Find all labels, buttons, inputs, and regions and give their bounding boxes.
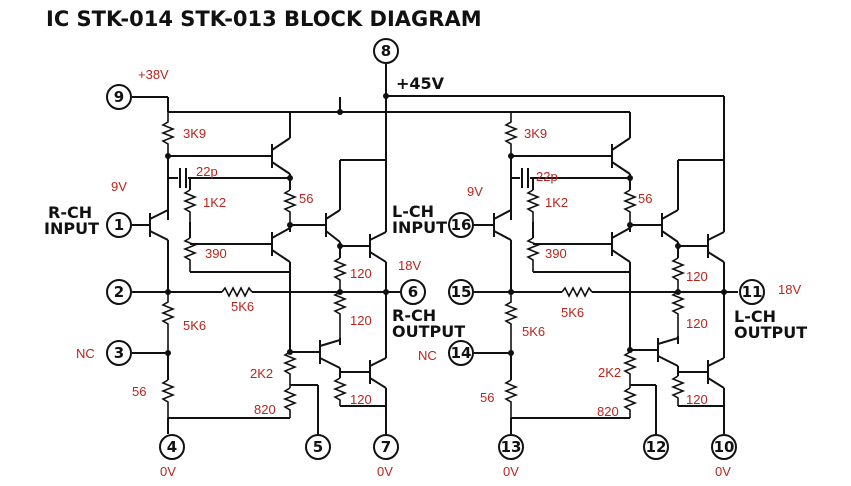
pin-3: 3 <box>106 340 132 366</box>
r2k2-label-left: 2K2 <box>250 366 273 381</box>
rch-output-label-2: OUTPUT <box>392 322 465 341</box>
v18-label-right: 18V <box>778 282 801 297</box>
lch-output-label-1: L-CH <box>734 307 776 326</box>
r390-label-left: 390 <box>205 246 227 261</box>
svg-text:6: 6 <box>408 283 418 301</box>
r120-label-left-3: 120 <box>350 392 372 407</box>
svg-text:12: 12 <box>646 438 667 456</box>
c22p-label-right: 22p <box>536 169 558 184</box>
r3k9-label-left: 3K9 <box>183 126 206 141</box>
r1k2-label-right: 1K2 <box>545 195 568 210</box>
r56-label-left-2: 56 <box>132 384 146 399</box>
lch-input-label-1: L-CH <box>392 202 434 221</box>
r1k2-label-left: 1K2 <box>203 195 226 210</box>
svg-text:11: 11 <box>742 283 763 301</box>
svg-text:16: 16 <box>451 216 472 234</box>
r120-label-left-2: 120 <box>350 313 372 328</box>
rch-input-label-1: R-CH <box>48 203 92 222</box>
r2k2-label-right: 2K2 <box>598 365 621 380</box>
pin-4: 4 <box>159 434 185 460</box>
pin-12: 12 <box>643 434 669 460</box>
pin-14: 14 <box>448 340 474 366</box>
r56-label-right: 56 <box>638 191 652 206</box>
r5k6-label-right-v: 5K6 <box>522 324 545 339</box>
pin-8: 8 <box>373 38 399 64</box>
ov-label-10: 0V <box>715 464 731 479</box>
r120-label-right-1: 120 <box>686 269 708 284</box>
svg-text:14: 14 <box>451 344 472 362</box>
svg-text:1: 1 <box>114 216 124 234</box>
pin-10: 10 <box>711 434 737 460</box>
c22p-label-left: 22p <box>196 164 218 179</box>
nc-label-left: NC <box>76 346 95 361</box>
r56-label-left: 56 <box>299 191 313 206</box>
svg-text:7: 7 <box>381 438 391 456</box>
ov-label-4: 0V <box>160 464 176 479</box>
r820-label-left: 820 <box>254 402 276 417</box>
svg-text:4: 4 <box>167 438 177 456</box>
diagram-title: IC STK-014 STK-013 BLOCK DIAGRAM <box>46 7 482 31</box>
ov-label-7: 0V <box>377 464 393 479</box>
svg-text:13: 13 <box>501 438 522 456</box>
lch-output-label-2: OUTPUT <box>734 323 807 342</box>
r56-label-right-2: 56 <box>480 390 494 405</box>
v9-label-right: 9V <box>467 184 483 199</box>
v9-label-left: 9V <box>111 179 127 194</box>
pin-5: 5 <box>305 434 331 460</box>
pin-13: 13 <box>498 434 524 460</box>
pin-15: 15 <box>448 279 474 305</box>
pin-2: 2 <box>106 279 132 305</box>
svg-text:5: 5 <box>313 438 323 456</box>
v18-label-left: 18V <box>398 258 421 273</box>
nc-label-right: NC <box>418 348 437 363</box>
v38-label: +38V <box>138 67 169 82</box>
svg-text:9: 9 <box>114 88 124 106</box>
ov-label-13: 0V <box>503 464 519 479</box>
pin-7: 7 <box>373 434 399 460</box>
svg-text:8: 8 <box>381 42 391 60</box>
rch-input-label-2: INPUT <box>44 219 99 238</box>
svg-text:10: 10 <box>714 438 735 456</box>
r820-label-right: 820 <box>597 404 619 419</box>
supply-label: +45V <box>396 74 445 93</box>
svg-text:15: 15 <box>451 283 472 301</box>
pin-6: 6 <box>400 279 426 305</box>
r3k9-label-right: 3K9 <box>524 126 547 141</box>
svg-text:2: 2 <box>114 283 124 301</box>
r120-label-right-3: 120 <box>686 392 708 407</box>
r5k6-label-left-h: 5K6 <box>231 299 254 314</box>
pin-1: 1 <box>106 212 132 238</box>
r5k6-label-left-v: 5K6 <box>183 318 206 333</box>
r120-label-right-2: 120 <box>686 316 708 331</box>
r390-label-right: 390 <box>545 246 567 261</box>
svg-text:3: 3 <box>114 344 124 362</box>
lch-input-label-2: INPUT <box>392 218 447 237</box>
r5k6-label-right-h: 5K6 <box>561 305 584 320</box>
pin-9: 9 <box>106 84 132 110</box>
pin-11: 11 <box>739 279 765 305</box>
pin-16: 16 <box>448 212 474 238</box>
rch-output-label-1: R-CH <box>392 306 436 325</box>
r120-label-left-1: 120 <box>350 266 372 281</box>
